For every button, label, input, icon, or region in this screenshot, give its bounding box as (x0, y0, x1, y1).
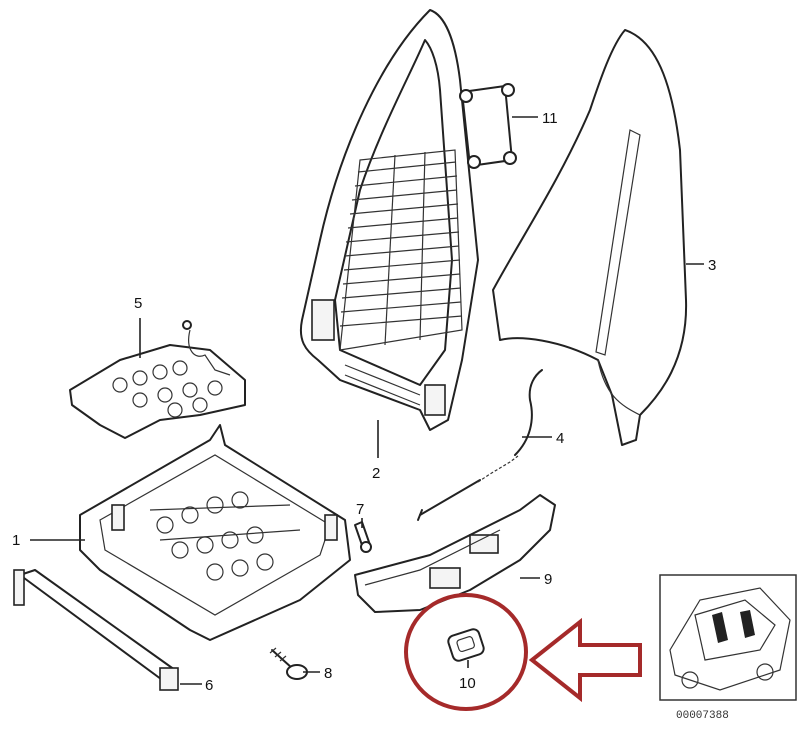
callout-3: 3 (708, 257, 716, 274)
callout-11: 11 (542, 110, 558, 127)
part-seat-base-frame (79, 424, 351, 641)
base-springs (156, 491, 274, 581)
lumbar-grid-lines (339, 151, 463, 346)
part-side-trim-panel (354, 494, 556, 613)
part-adjustment-knob (447, 628, 485, 662)
callout-7: 7 (356, 501, 364, 518)
part-seat-occupancy-sensor-mat (69, 320, 246, 439)
callout-4: 4 (556, 430, 564, 447)
car-thumbnail-icon (659, 574, 797, 701)
catalog-number: 00007388 (676, 710, 729, 722)
callout-1: 1 (12, 532, 20, 549)
callout-8: 8 (324, 665, 332, 682)
callout-10: 10 (459, 675, 476, 692)
part-headrest-guide (459, 83, 517, 169)
part-backrest-rear-panel (492, 29, 688, 446)
pointer-arrow-icon (528, 617, 642, 703)
part-recliner-spring-rod (417, 369, 543, 521)
callout-2: 2 (372, 465, 380, 482)
part-backrest-frame (299, 9, 479, 431)
callout-6: 6 (205, 677, 213, 694)
leader-lines (30, 116, 704, 685)
part-screw (354, 521, 372, 553)
part-seat-rail-bar (13, 569, 179, 691)
part-push-rivet (269, 647, 308, 680)
callout-9: 9 (544, 571, 552, 588)
highlight-circle-icon (404, 593, 528, 711)
callout-5: 5 (134, 295, 142, 312)
callouts: 1 2 3 4 5 6 7 8 9 10 11 (12, 110, 716, 694)
